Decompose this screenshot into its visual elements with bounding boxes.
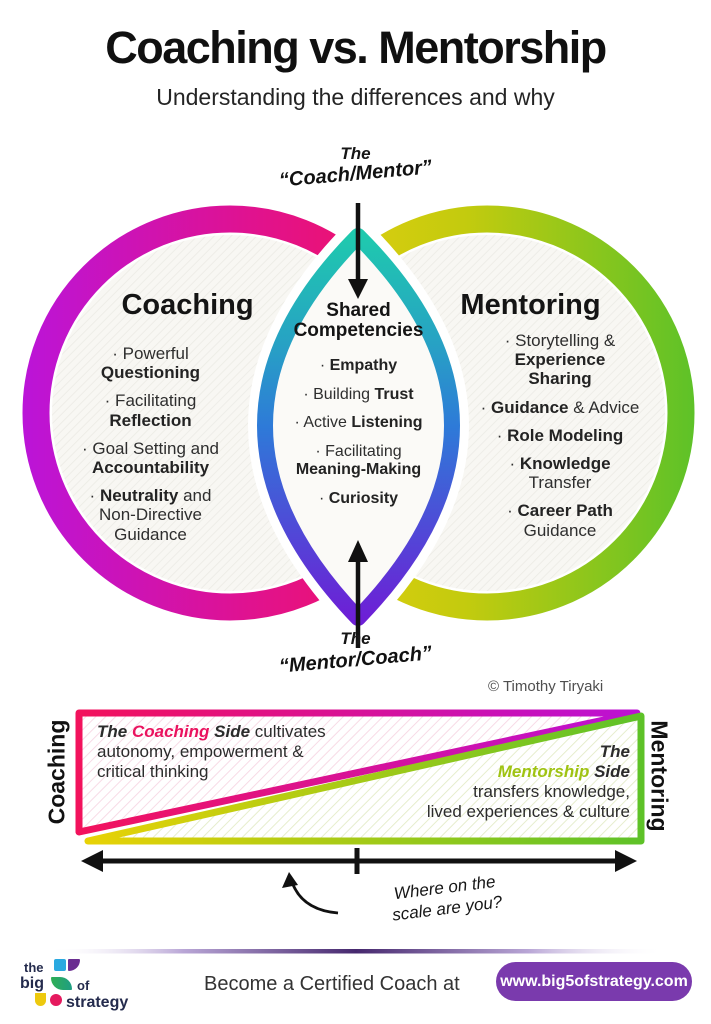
page-subtitle: Understanding the differences and why: [156, 84, 555, 110]
list-item: · Empathy: [319, 357, 398, 374]
shared-items: · Empathy · Building Trust · Active Listen…: [277, 357, 440, 518]
footer-divider: [48, 949, 664, 954]
logo-word-the: the: [24, 960, 44, 975]
list-item: · Role Modeling: [496, 425, 624, 445]
mentor-coach-up-arrow: [348, 540, 368, 648]
logo-purple-shape: [68, 959, 80, 971]
coach-mentor-down-arrow: [348, 203, 368, 299]
coaching-axis-label: Coaching: [43, 719, 70, 825]
logo-blue-shape: [54, 959, 66, 971]
coaching-heading: Coaching: [121, 289, 254, 321]
cta-text: Become a Certified Coach at: [204, 973, 460, 995]
list-item: · Building Trust: [303, 385, 414, 403]
logo-yellow-shape: [35, 993, 46, 1006]
mentoring-axis-label: Mentoring: [646, 720, 673, 832]
copyright-text: © Timothy Tiryaki: [488, 678, 604, 695]
brand-logo: the big of strategy: [20, 955, 180, 1017]
coaching-triangle: [75, 709, 641, 836]
mentor-coach-label-the: The: [340, 629, 371, 648]
curved-pointer-arrow: [282, 872, 339, 915]
mentoring-heading: Mentoring: [460, 289, 601, 321]
logo-word-strategy: strategy: [66, 994, 129, 1011]
coach-mentor-label-the: The: [340, 144, 371, 163]
logo-word-of: of: [77, 978, 90, 993]
page-title: Coaching vs. Mentorship: [105, 22, 607, 73]
list-item: · Guidance & Advice: [480, 397, 640, 417]
logo-green-shape: [51, 977, 72, 990]
scale-arrow: [81, 848, 637, 874]
logo-red-shape: [50, 994, 62, 1006]
logo-word-big: big: [20, 975, 44, 992]
mentoring-triangle: [84, 712, 645, 845]
website-button[interactable]: www.big5ofstrategy.com: [496, 962, 692, 1001]
list-item: · Active Listening: [294, 414, 423, 432]
list-item: · Curiosity: [318, 489, 399, 507]
